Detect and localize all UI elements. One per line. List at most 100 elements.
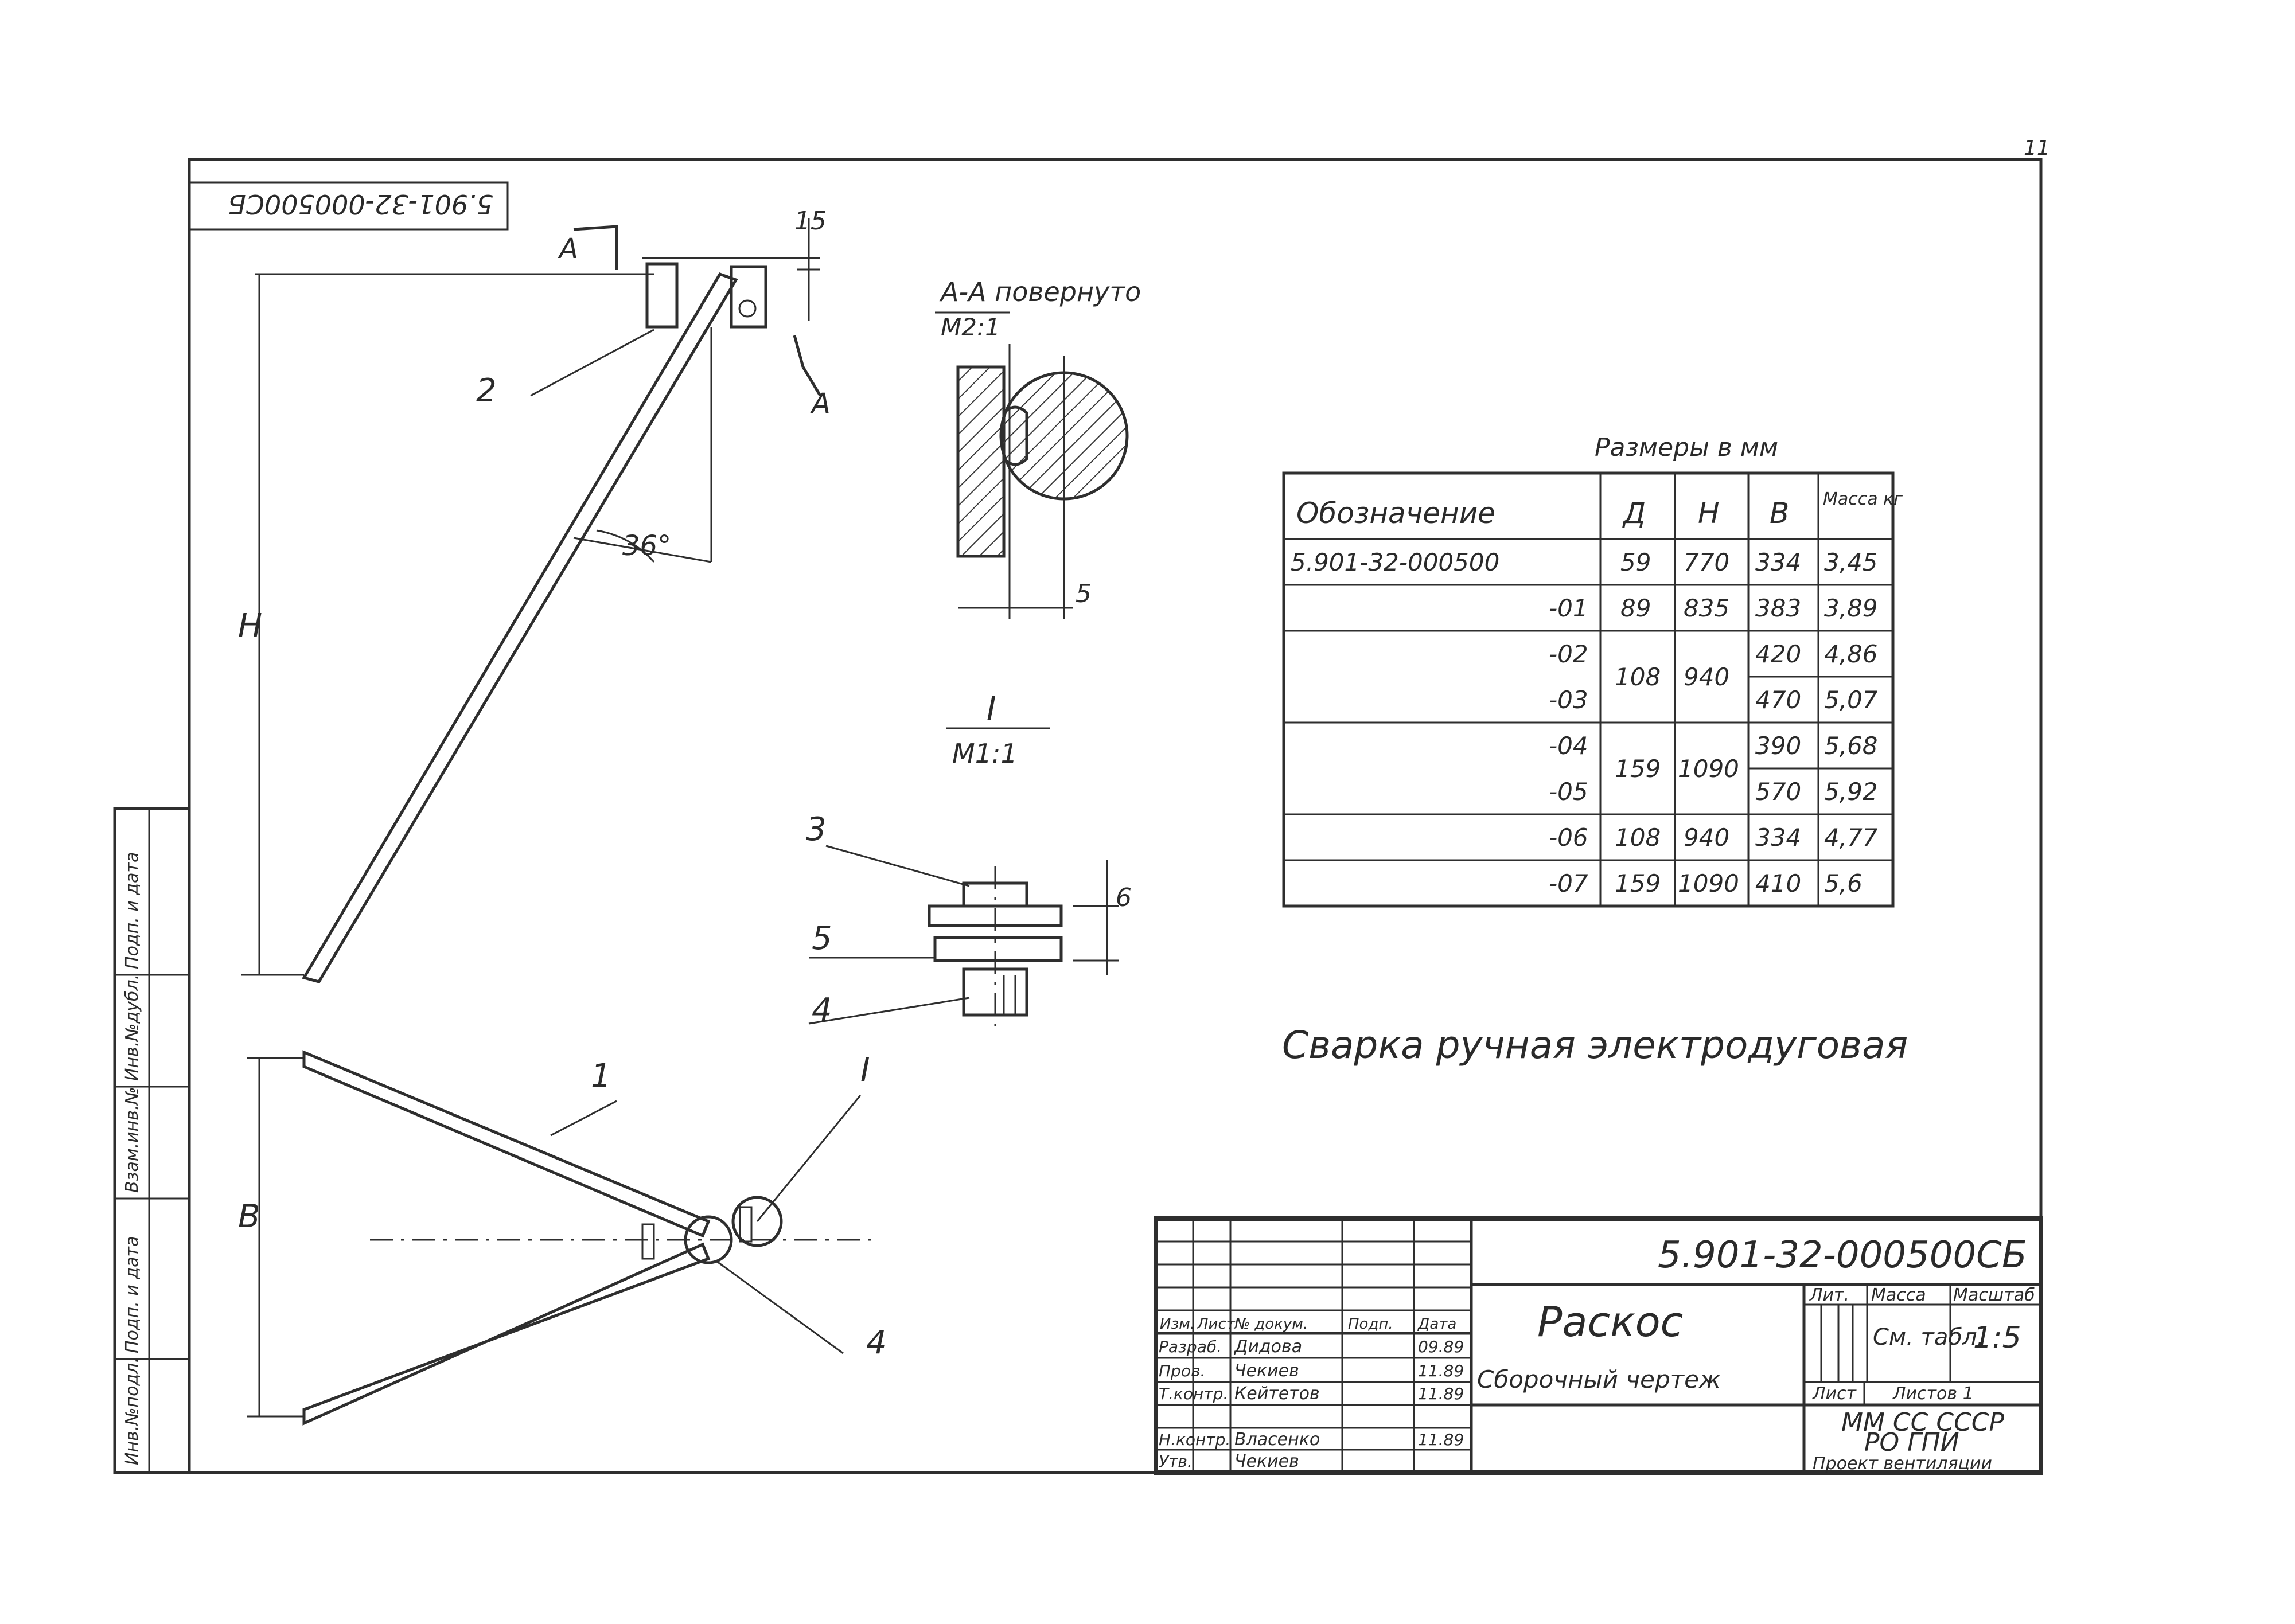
staff-name: Чекиев: [1234, 1361, 1299, 1381]
table-cell-mass: 5,6: [1824, 869, 1863, 897]
section-dim-5: 5: [1076, 579, 1092, 608]
title-col-podp: Подп.: [1348, 1315, 1393, 1333]
table-cell-designation: -03: [1549, 686, 1588, 714]
title-doc-number: 5.901-32-000500СБ: [1658, 1234, 2027, 1276]
label-pos-2: 2: [476, 372, 497, 409]
table-cell-B: 390: [1755, 732, 1801, 760]
table-cell-designation: -05: [1549, 778, 1588, 806]
label-pos-3: 3: [806, 811, 827, 848]
staff-name: Дидова: [1233, 1337, 1302, 1357]
title-col-list: Лист: [1197, 1315, 1236, 1333]
label-dim-6: 6: [1116, 883, 1132, 912]
staff-date: 09.89: [1418, 1337, 1464, 1356]
title-org-line3: Проект вентиляции: [1813, 1454, 1992, 1474]
table-row: -04 159 1090 390 5,68: [1549, 732, 1878, 783]
staff-date: 11.89: [1418, 1361, 1464, 1380]
dimension-table: [1282, 471, 1895, 908]
detail-view-I: [808, 727, 1119, 1026]
section-a-a-title: А-А повернуто: [939, 276, 1141, 307]
detail-labels: 3 5 4 6: [806, 811, 1132, 1029]
table-cell-B: 334: [1755, 548, 1801, 576]
welding-note: Сварка ручная электродуговая: [1282, 1023, 1908, 1067]
brace-side-labels: H 15 36° 2 А А: [238, 206, 831, 645]
table-cell-mass: 5,92: [1824, 778, 1878, 806]
label-pos-4b: 4: [866, 1324, 887, 1361]
table-row: 5.901-32-000500 59 770 334 3,45: [1291, 548, 1878, 576]
staff-date: 11.89: [1418, 1384, 1464, 1403]
table-row: -06 108 940 334 4,77: [1549, 823, 1878, 852]
table-cell-D: 59: [1620, 548, 1651, 576]
section-a-a-scale: М2:1: [941, 313, 1000, 341]
sheet-frame: [113, 158, 2043, 1474]
table-cell-mass: 4,77: [1824, 823, 1878, 852]
detail-I-scale: М1:1: [952, 738, 1018, 769]
title-col-doc: № докум.: [1233, 1315, 1308, 1333]
label-angle-36: 36°: [622, 530, 671, 562]
side-stamp-podp-data: Подп. и дата: [122, 1236, 142, 1353]
label-pos-4: 4: [812, 991, 832, 1029]
staff-role: Разраб.: [1159, 1337, 1222, 1356]
section-view-a-a: [935, 311, 1129, 619]
staff-role: Пров.: [1159, 1361, 1205, 1380]
brace-side-view: [241, 218, 822, 983]
table-cell-H: 770: [1684, 548, 1729, 576]
label-callout-I: I: [860, 1052, 870, 1089]
title-scale-value: 1:5: [1973, 1321, 2021, 1355]
table-cell-designation: -07: [1549, 869, 1588, 897]
table-cell-B: 570: [1755, 778, 1801, 806]
table-header-H: H: [1698, 497, 1720, 530]
table-row: -05 570 5,92: [1549, 778, 1878, 806]
sheet-marker: 11: [2024, 136, 2050, 160]
side-stamp-podp-data-2: Подп. и дата: [122, 852, 142, 969]
table-cell-H: 1090: [1678, 869, 1739, 897]
table-cell-D: 89: [1620, 594, 1651, 622]
table-cell-designation: -04: [1549, 732, 1588, 760]
staff-role: Н.контр.: [1159, 1430, 1230, 1449]
table-row: -01 89 835 383 3,89: [1549, 594, 1878, 622]
brace-plan-view: [247, 1050, 872, 1426]
table-row: -03 470 5,07: [1549, 686, 1878, 714]
staff-role: Утв.: [1159, 1452, 1193, 1471]
table-cell-designation: -02: [1549, 640, 1588, 668]
table-header: Обозначение Д H B Масса кг: [1296, 489, 1903, 530]
label-B: B: [238, 1198, 260, 1235]
title-scale-label: Масштаб: [1953, 1285, 2035, 1305]
label-H: H: [238, 607, 262, 645]
table-cell-B: 470: [1755, 686, 1801, 714]
title-block-text: 5.901-32-000500СБ Раскос Сборочный черте…: [1159, 1234, 2035, 1474]
table-row: -02 108 940 420 4,86: [1549, 640, 1878, 691]
table-header-designation: Обозначение: [1296, 497, 1495, 530]
table-cell-mass: 3,89: [1824, 594, 1878, 622]
table-body: 5.901-32-000500 59 770 334 3,45 -01 89 8…: [1291, 548, 1878, 897]
title-org-line1: ММ СС СССР: [1841, 1408, 2005, 1437]
label-pos-5: 5: [812, 920, 832, 957]
table-cell-B: 334: [1755, 823, 1801, 852]
title-mass-label: Масса: [1871, 1285, 1926, 1305]
staff-role: Т.контр.: [1159, 1384, 1228, 1403]
rotated-doc-number-text: 5.901-32-000500СБ: [228, 189, 493, 220]
table-caption: Размеры в мм: [1595, 433, 1778, 462]
table-cell-designation: -06: [1549, 823, 1588, 852]
title-part-name: Раскос: [1537, 1298, 1683, 1346]
table-cell-mass: 5,68: [1824, 732, 1878, 760]
table-cell-D: 159: [1615, 869, 1661, 897]
title-org-line2: РО ГПИ: [1864, 1428, 1959, 1457]
label-callout-A-bottom: А: [810, 388, 831, 420]
rotated-doc-number: 5.901-32-000500СБ: [188, 181, 509, 231]
table-cell-D: 159: [1615, 755, 1661, 783]
side-stamp-vzam-inv: Взам.инв.№: [122, 1087, 142, 1193]
title-lit-label: Лит.: [1809, 1285, 1849, 1305]
title-sheets-label: Листов 1: [1892, 1384, 1974, 1404]
table-cell-B: 420: [1755, 640, 1801, 668]
table-header-D: Д: [1622, 497, 1646, 530]
label-dim-15: 15: [794, 206, 827, 236]
table-cell-H: 1090: [1678, 755, 1739, 783]
staff-date: 11.89: [1418, 1430, 1464, 1449]
table-cell-H: 835: [1684, 594, 1729, 622]
table-cell-designation: 5.901-32-000500: [1291, 548, 1499, 576]
table-cell-H: 940: [1684, 823, 1729, 852]
side-stamp-inv-podl: Инв.№подл.: [122, 1357, 142, 1465]
table-cell-B: 383: [1755, 594, 1801, 622]
table-cell-mass: 4,86: [1824, 640, 1878, 668]
